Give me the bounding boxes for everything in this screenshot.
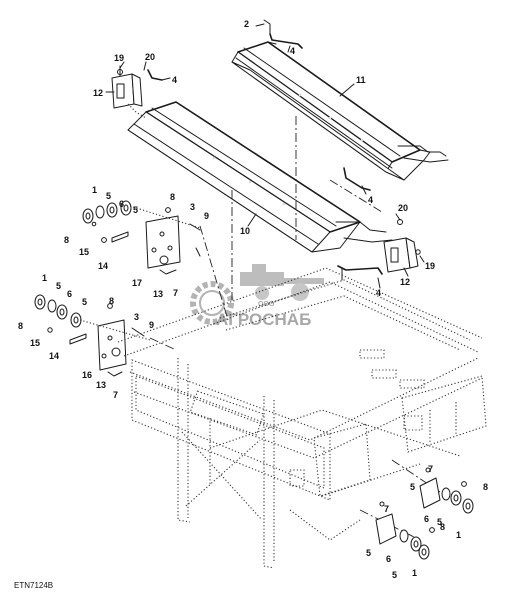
callout-10: 10 [240, 226, 250, 236]
callout-13-ul: 13 [153, 289, 163, 299]
callout-20-r: 20 [398, 203, 408, 213]
callout-7-ll: 7 [113, 390, 118, 400]
callout-15-ul: 15 [79, 247, 89, 257]
callout-7-rr-a: 7 [428, 464, 433, 474]
callout-5-rr-a: 5 [410, 482, 415, 492]
callout-3-ul: 3 [190, 202, 195, 212]
callout-8-ll-b: 8 [109, 296, 114, 306]
roller-assembly-upper [82, 200, 201, 275]
callout-14-ll: 14 [49, 351, 59, 361]
callout-8-ul-a: 8 [64, 235, 69, 245]
callout-5-rr-c: 5 [366, 548, 371, 558]
roller-assembly-right-upper [419, 467, 474, 514]
callout-4-tl: 4 [172, 75, 177, 85]
callout-19-r: 19 [425, 261, 435, 271]
callout-8-rr-b: 8 [440, 522, 445, 532]
callout-12-r: 12 [400, 277, 410, 287]
callout-1-rr-a: 1 [456, 530, 461, 540]
callout-1-rr-b: 1 [412, 568, 417, 578]
roller-assembly-right-lower [375, 501, 435, 560]
callout-1-ul: 1 [92, 185, 97, 195]
callout-2-top: 2 [244, 19, 249, 29]
callout-6-ul: 6 [119, 199, 124, 209]
callout-6-rr-a: 6 [424, 514, 429, 524]
callout-5-ll-b: 5 [82, 297, 87, 307]
callout-14-ul: 14 [98, 261, 108, 271]
callout-4-top: 4 [290, 46, 295, 56]
callout-5-rr-b: 5 [437, 517, 442, 527]
callout-13-ll: 13 [96, 380, 106, 390]
callout-7-rr-b: 7 [384, 504, 389, 514]
callout-8-rr-a: 8 [483, 482, 488, 492]
callout-15-ll: 15 [30, 338, 40, 348]
callout-8-ll-a: 8 [18, 321, 23, 331]
callout-5-ll-a: 5 [56, 281, 61, 291]
callout-5-ul-b: 5 [133, 205, 138, 215]
callout-9-ll: 9 [149, 320, 154, 330]
watermark-brand: АГРОСНАБ [216, 310, 311, 329]
callout-4-mid: 4 [368, 195, 373, 205]
figure-id: ETN7124B [14, 581, 53, 590]
cover-lower [127, 101, 393, 253]
callout-1-ll: 1 [42, 273, 47, 283]
callout-16: 16 [82, 370, 92, 380]
callout-12-tl: 12 [93, 88, 103, 98]
watermark-logo: ООО АГРОСНАБ [190, 264, 324, 329]
callout-7-ul: 7 [173, 288, 178, 298]
roller-assembly-lower [34, 294, 151, 377]
callout-4-r: 4 [376, 288, 381, 298]
callout-6-rr-b: 6 [386, 554, 391, 564]
callout-3-ll: 3 [134, 312, 139, 322]
bracket-assembly-upper-left [111, 65, 163, 119]
bracket-assembly-right [337, 219, 421, 281]
cover-upper [231, 19, 449, 191]
leader-lines [105, 23, 425, 289]
callout-17: 17 [132, 278, 142, 288]
frame-structure [117, 267, 487, 569]
watermark-small-text: ООО [258, 301, 275, 308]
callout-labels: 2 4 19 20 4 12 11 4 10 1 5 6 5 8 8 3 9 1… [18, 19, 488, 580]
callout-19-tl: 19 [114, 53, 124, 63]
center-lines [149, 116, 441, 541]
callout-9-ul: 9 [204, 211, 209, 221]
callout-5-ul-a: 5 [106, 191, 111, 201]
callout-6-ll: 6 [67, 289, 72, 299]
callout-11: 11 [356, 75, 366, 85]
callout-5-rr-d: 5 [392, 570, 397, 580]
tractor-icon [240, 264, 324, 301]
callout-20-tl: 20 [145, 52, 155, 62]
gear-icon [190, 281, 234, 325]
callout-8-ul-b: 8 [170, 192, 175, 202]
